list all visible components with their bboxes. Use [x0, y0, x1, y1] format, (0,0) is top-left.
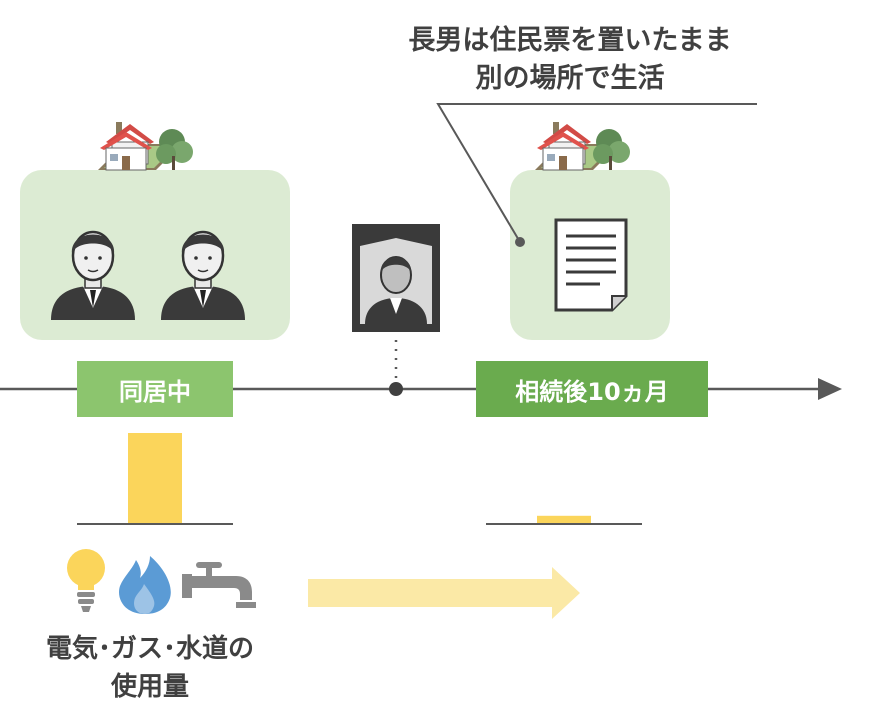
caption-line-2: 使用量 — [110, 672, 189, 702]
callout-line-2: 別の場所で生活 — [475, 63, 665, 94]
man-icon-parent — [49, 230, 137, 322]
gas-flame-icon — [119, 556, 171, 614]
water-faucet-icon — [182, 562, 256, 608]
death-point — [389, 382, 403, 396]
utility-usage-caption: 電気･ガス･水道の 使用量 — [10, 630, 290, 706]
callout-line-1: 長男は住民票を置いたまま — [408, 25, 732, 56]
usage-bar-cohabiting — [128, 433, 182, 523]
usage-bar-after-inheritance — [537, 515, 591, 523]
timeline-arrowhead — [818, 378, 842, 400]
caption-line-1: 電気･ガス･水道の — [45, 634, 254, 664]
decrease-arrow — [308, 567, 580, 619]
usage-bars — [128, 433, 591, 523]
house-icon-after — [534, 121, 631, 171]
callout-pointer-dot — [515, 237, 525, 247]
cohabiting-label: 同居中 — [77, 361, 233, 417]
light-bulb-icon — [67, 549, 105, 612]
document-icon — [554, 218, 628, 312]
house-icon — [97, 121, 194, 171]
callout-pointer — [436, 103, 757, 243]
callout-text: 長男は住民票を置いたまま 別の場所で生活 — [330, 22, 810, 98]
man-icon-son — [159, 230, 247, 322]
ten-months-label: 相続後10ヵ月 — [476, 361, 708, 417]
memorial-portrait-icon — [352, 224, 440, 332]
